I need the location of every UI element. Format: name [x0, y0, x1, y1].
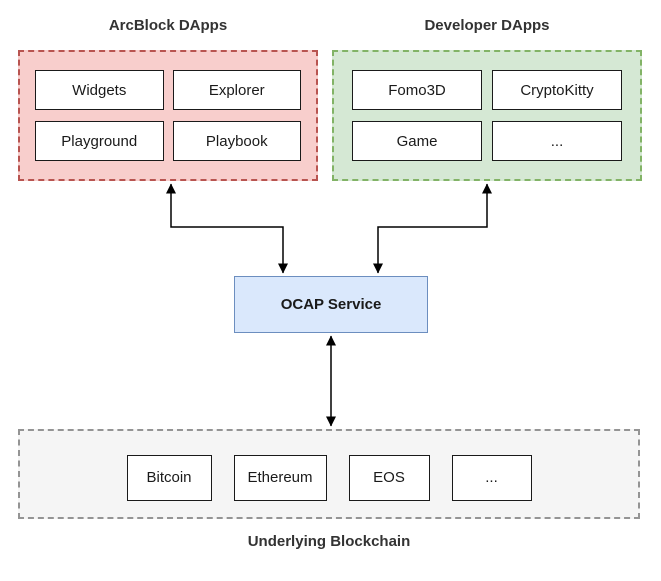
- arrow-developer-to-ocap: [373, 183, 492, 274]
- node-cryptokitty: CryptoKitty: [492, 70, 622, 110]
- node-ethereum: Ethereum: [233, 454, 327, 501]
- node-widgets: Widgets: [35, 70, 164, 110]
- arcblock-dapps-group: Widgets Explorer Playground Playbook: [18, 50, 318, 181]
- node-playground: Playground: [35, 121, 164, 161]
- node-developer-more: ...: [492, 121, 622, 161]
- developer-dapps-group: Fomo3D CryptoKitty Game ...: [332, 50, 642, 181]
- arrow-arcblock-to-ocap: [166, 183, 288, 274]
- arcblock-dapps-title: ArcBlock DApps: [108, 17, 228, 34]
- underlying-blockchain-group: Bitcoin Ethereum EOS ...: [18, 429, 640, 519]
- ocap-service-node: OCAP Service: [234, 276, 428, 333]
- node-playbook: Playbook: [172, 121, 301, 161]
- node-eos: EOS: [348, 454, 430, 501]
- node-fomo3d: Fomo3D: [352, 70, 482, 110]
- developer-dapps-title: Developer DApps: [424, 17, 550, 34]
- node-blockchain-more: ...: [451, 454, 532, 501]
- node-explorer: Explorer: [172, 70, 301, 110]
- node-game: Game: [352, 121, 482, 161]
- underlying-blockchain-title: Underlying Blockchain: [247, 533, 411, 550]
- node-bitcoin: Bitcoin: [126, 454, 212, 501]
